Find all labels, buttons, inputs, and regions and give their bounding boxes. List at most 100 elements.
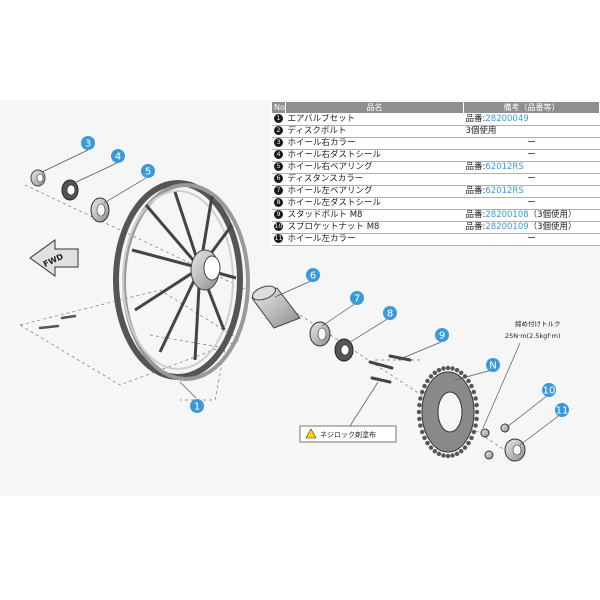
part-remark: 品番:62012RS: [463, 161, 600, 174]
row-number-badge: 1: [274, 114, 283, 123]
lock-note: ネジロック剤塗布: [299, 381, 397, 443]
header-no: No: [271, 101, 286, 114]
part-remark: ー: [463, 173, 600, 186]
callout-label: 7: [354, 294, 360, 305]
part-10-nuts: [480, 423, 510, 460]
callout-label: 11: [556, 406, 569, 417]
part-remark: 品番:28200049: [463, 113, 600, 126]
callout-10: 10: [542, 383, 556, 397]
remark-prefix: 3個使用: [465, 126, 497, 136]
part-remark: 品番:28200108（3個使用）: [463, 209, 600, 222]
part-7-bearing: [309, 321, 331, 347]
remark-prefix: ー: [527, 234, 536, 244]
row-number-badge: 8: [274, 198, 283, 207]
sprocket-tooth: [474, 402, 479, 408]
part-name: スタッドボルト M8: [285, 209, 464, 222]
row-number-badge: 10: [274, 222, 283, 231]
sprocket-tooth: [445, 365, 451, 371]
sprocket: [416, 365, 480, 459]
part-remark: ー: [463, 149, 600, 162]
sprocket-tooth: [425, 440, 430, 446]
sprocket-tooth: [417, 402, 422, 408]
sprocket-tooth: [420, 429, 425, 435]
callout-4: 4: [111, 149, 125, 163]
remark-prefix: ー: [527, 150, 536, 160]
part-name: ホイール右ベアリング: [285, 161, 464, 174]
remark-prefix: 品番:: [465, 210, 486, 220]
sprocket-tooth: [469, 435, 474, 441]
row-number-badge: 7: [274, 186, 283, 195]
remark-prefix: 品番:: [465, 186, 486, 196]
sprocket-tooth: [473, 396, 478, 401]
part-remark: 品番:28200109（3個使用）: [463, 221, 600, 234]
remark-code: 28200108: [485, 210, 529, 220]
callout-7: 7: [350, 291, 364, 305]
fwd-arrow: FWD: [29, 239, 79, 277]
sprocket-tooth: [454, 451, 460, 456]
part-name: ホイール左ダストシール: [285, 197, 464, 210]
part-name: スプロケットナット M8: [285, 221, 464, 234]
remark-prefix: ー: [527, 138, 536, 148]
torque-annotation: 締め付けトルク 25N·m(2.5kgf·m): [505, 319, 561, 340]
sprocket-tooth: [466, 378, 471, 384]
sprocket-tooth: [418, 423, 423, 428]
part-4-dust-seal: [61, 179, 79, 201]
sprocket-tooth: [418, 396, 423, 401]
leader-lines: [41, 149, 562, 446]
part-name: ディスタンスカラー: [285, 173, 464, 186]
part-name: エアバルブセット: [285, 113, 464, 126]
remark-prefix: 品番:: [465, 162, 486, 172]
part-name: ホイール右カラー: [285, 137, 464, 150]
remark-code: 28200109: [485, 222, 529, 232]
part-5-bearing: [90, 197, 110, 223]
sprocket-tooth: [422, 383, 427, 389]
sprocket-tooth: [466, 440, 471, 446]
sprocket-tooth: [450, 366, 455, 371]
callout-label: 1: [194, 402, 200, 413]
callout-label: 8: [387, 309, 393, 320]
sprocket-tooth: [441, 366, 446, 371]
remark-suffix: （3個使用）: [528, 222, 577, 232]
remark-prefix: 品番:: [465, 114, 486, 124]
part-remark: 3個使用: [463, 125, 600, 138]
remark-code: 28200049: [485, 114, 529, 124]
sprocket-tooth: [416, 409, 422, 415]
parts-table-header: No 品名 備考（品番等）: [271, 101, 600, 114]
header-name: 品名: [285, 101, 464, 114]
callout-label: 9: [439, 331, 445, 342]
part-6-distance-collar: [251, 285, 301, 329]
part-name: ホイール左ベアリング: [285, 185, 464, 198]
callout-6: 6: [306, 268, 320, 282]
callout-3: 3: [81, 136, 95, 150]
callout-9: 9: [435, 328, 449, 342]
wheel-rim: [113, 180, 250, 381]
sprocket-tooth: [454, 368, 460, 373]
callout-label: 5: [145, 167, 151, 178]
sprocket-tooth: [425, 378, 430, 384]
sprocket-tooth: [459, 370, 464, 375]
callout-N: N: [486, 358, 500, 372]
callout-8: 8: [383, 306, 397, 320]
torque-value: 25N·m(2.5kgf·m): [505, 332, 561, 340]
row-number-badge: 11: [274, 234, 283, 243]
sprocket-tooth: [441, 453, 446, 458]
sprocket-tooth: [469, 383, 474, 389]
remark-prefix: ー: [527, 198, 536, 208]
row-number-badge: 2: [274, 126, 283, 135]
sprocket-tooth: [445, 453, 451, 459]
header-remark: 備考（品番等）: [463, 101, 600, 114]
sprocket-tooth: [420, 389, 425, 395]
part-remark: ー: [463, 233, 600, 246]
sprocket-tooth: [450, 453, 455, 458]
part-remark: ー: [463, 137, 600, 150]
